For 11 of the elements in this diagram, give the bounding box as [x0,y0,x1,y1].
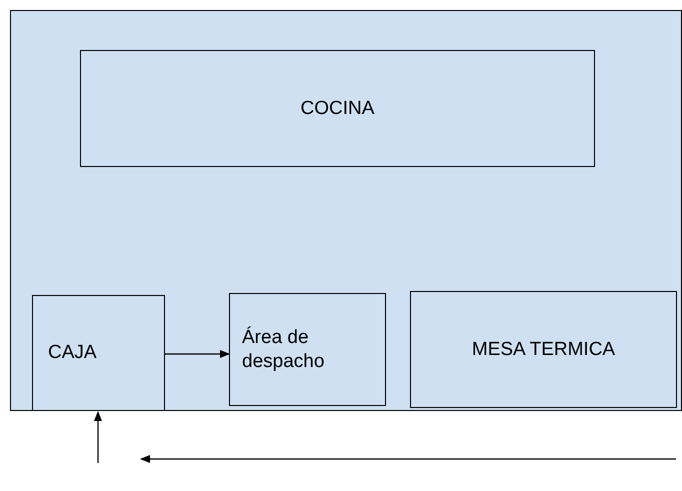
room-box [32,295,165,411]
room-label: MESA TERMICA [470,338,616,362]
room-label: COCINA [300,96,376,120]
room-box [229,293,386,406]
room-label: CAJA [48,341,98,365]
room-box [410,291,677,408]
arrow [165,350,230,358]
room-box [80,50,595,167]
room-label: Área de despacho [242,326,326,374]
arrow [94,411,102,463]
floor-area [10,10,682,411]
